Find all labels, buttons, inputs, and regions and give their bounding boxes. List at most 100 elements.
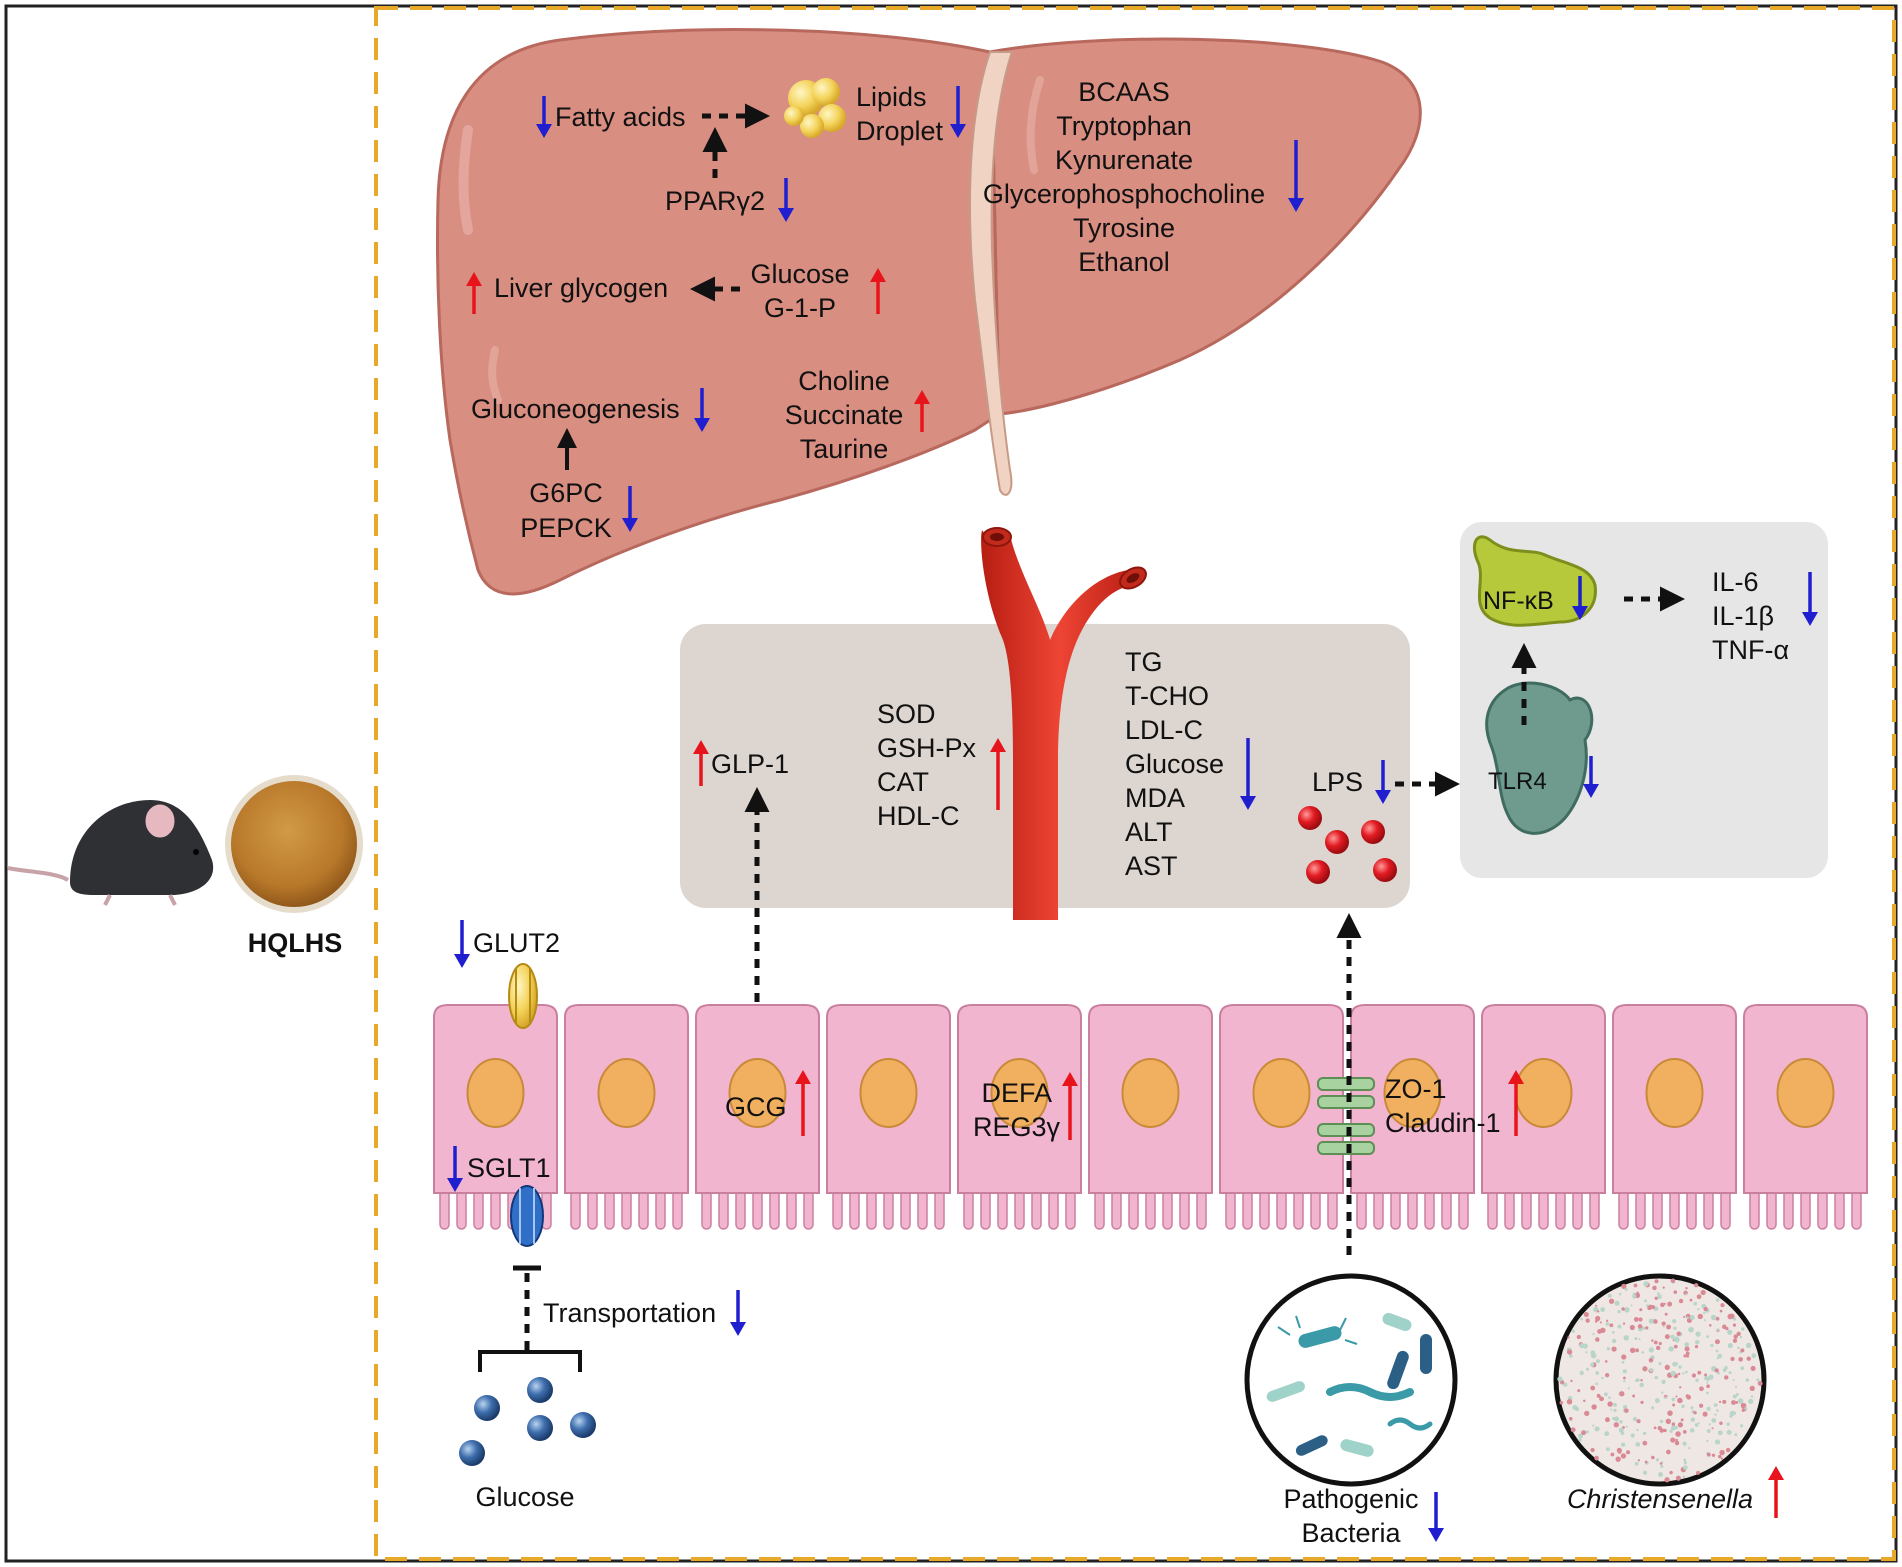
christensenella-cell [1578, 1438, 1582, 1442]
epithelial-cell [695, 1004, 820, 1194]
epithelial-cell [1612, 1004, 1737, 1194]
christensenella-cell [1576, 1334, 1581, 1340]
christensenella-cell [1639, 1382, 1644, 1388]
christensenella-cell [1661, 1379, 1666, 1384]
christensenella-cell [1717, 1430, 1723, 1436]
christensenella-cell [1597, 1329, 1602, 1334]
metabolite-ethanol: Ethanol [1078, 247, 1170, 277]
epithelial-cell [957, 1004, 1082, 1194]
christensenella-cell [1624, 1307, 1630, 1313]
cytokine-il1b: IL-1β [1712, 601, 1774, 631]
christensenella-cell [1610, 1452, 1615, 1457]
microvillus [1424, 1188, 1435, 1230]
microvillus [769, 1188, 780, 1230]
christensenella-cell [1567, 1336, 1570, 1339]
christensenella-cell [1590, 1352, 1597, 1359]
hqlhs-powder-icon [225, 775, 363, 913]
microvillus [621, 1188, 632, 1230]
nucleus [466, 1058, 525, 1128]
christensenella-cell [1675, 1438, 1678, 1442]
christensenella-cell [1633, 1283, 1638, 1288]
christensenella-cell [1623, 1380, 1626, 1383]
transportation-label: Transportation [543, 1298, 716, 1328]
christensenella-cell [1660, 1464, 1664, 1468]
epithelial-cell [826, 1004, 951, 1194]
christensenella-cell [1688, 1326, 1694, 1333]
ppar-label: PPARγ2 [665, 186, 765, 216]
glucose-molecules-icon [459, 1377, 596, 1466]
christensenella-cell [1611, 1346, 1617, 1352]
christensenella-cell [1627, 1387, 1630, 1390]
christensenella-cell [1623, 1404, 1628, 1410]
epithelial-cell [1350, 1004, 1475, 1194]
christensenella-cell [1562, 1382, 1568, 1387]
christensenella-cell [1636, 1419, 1641, 1424]
liver [436, 28, 1422, 596]
christensenella-cell [1691, 1373, 1697, 1378]
christensenella-cell [1642, 1431, 1647, 1435]
christensenella-cell [1581, 1430, 1587, 1436]
christensenella-cell [1595, 1371, 1600, 1375]
christensenella-cell [1725, 1326, 1729, 1331]
christensenella-cell [1604, 1360, 1608, 1363]
microvillus [1014, 1188, 1025, 1230]
metabolites-down-arrow [1288, 140, 1304, 212]
microvillus [1441, 1188, 1452, 1230]
christensenella-cell [1689, 1314, 1695, 1321]
christensenella-cell [1749, 1385, 1755, 1391]
christensenella-cell [1667, 1410, 1673, 1416]
microvillus [1800, 1188, 1811, 1230]
christensenella-cell [1708, 1423, 1711, 1426]
fatty-acids-down-arrow [536, 96, 552, 138]
christensenella-cell [1678, 1298, 1684, 1304]
christensenella-cell [1621, 1307, 1625, 1311]
christensenella-cell [1739, 1335, 1743, 1339]
christensenella-cell [1663, 1302, 1666, 1305]
hdlc-label: HDL-C [877, 801, 960, 831]
christensenella-cell [1595, 1304, 1598, 1307]
christensenella-cell [1673, 1344, 1678, 1349]
nucleus [1776, 1058, 1835, 1128]
taurine-label: Taurine [800, 434, 889, 464]
christensenella-cell [1664, 1334, 1670, 1340]
christensenella-cell [1663, 1428, 1667, 1433]
christensenella-cell [1658, 1341, 1662, 1346]
christensenella-cell [1727, 1329, 1733, 1335]
epithelial-cell [433, 1004, 558, 1194]
christensenella-cell [1664, 1364, 1670, 1370]
microvillus [1851, 1188, 1862, 1230]
microvillus [570, 1188, 581, 1230]
microvillus [1504, 1188, 1515, 1230]
christensenella-cell [1710, 1343, 1714, 1348]
g1p-label: G-1-P [764, 293, 836, 323]
christensenella-cell [1637, 1459, 1641, 1462]
christensenella-cell [1673, 1326, 1677, 1330]
christensenella-cell [1697, 1313, 1703, 1320]
microvillus [655, 1188, 666, 1230]
christensenella-cell [1625, 1425, 1628, 1428]
liver-glycogen-label: Liver glycogen [494, 273, 668, 303]
christensenella-cell [1698, 1403, 1704, 1408]
nucleus [1383, 1058, 1442, 1128]
christensenella-cell [1654, 1375, 1658, 1380]
christensenella-cell [1714, 1339, 1720, 1345]
microvillus [456, 1188, 467, 1230]
christensenella-cell [1594, 1320, 1598, 1323]
christensenella-cell [1703, 1311, 1706, 1315]
christensenella-cell [1579, 1370, 1584, 1376]
fatty-acids-label: Fatty acids [555, 102, 686, 132]
christensenella-cell [1648, 1357, 1654, 1363]
christensenella-cell [1674, 1425, 1678, 1430]
microvillus [1686, 1188, 1697, 1230]
christensenella-cell [1659, 1428, 1665, 1433]
christensenella-cell [1686, 1316, 1689, 1319]
christensenella-cell [1715, 1316, 1720, 1321]
christensenella-cell [1606, 1447, 1610, 1452]
metabolite-tyrosine: Tyrosine [1073, 213, 1175, 243]
christensenella-cell [1694, 1283, 1699, 1288]
christensenella-cell [1570, 1379, 1573, 1383]
christensenella-cell [1648, 1347, 1654, 1353]
christensenella-cell [1672, 1403, 1676, 1407]
christensenella-cell [1740, 1402, 1747, 1409]
christensenella-cell [1741, 1408, 1745, 1412]
